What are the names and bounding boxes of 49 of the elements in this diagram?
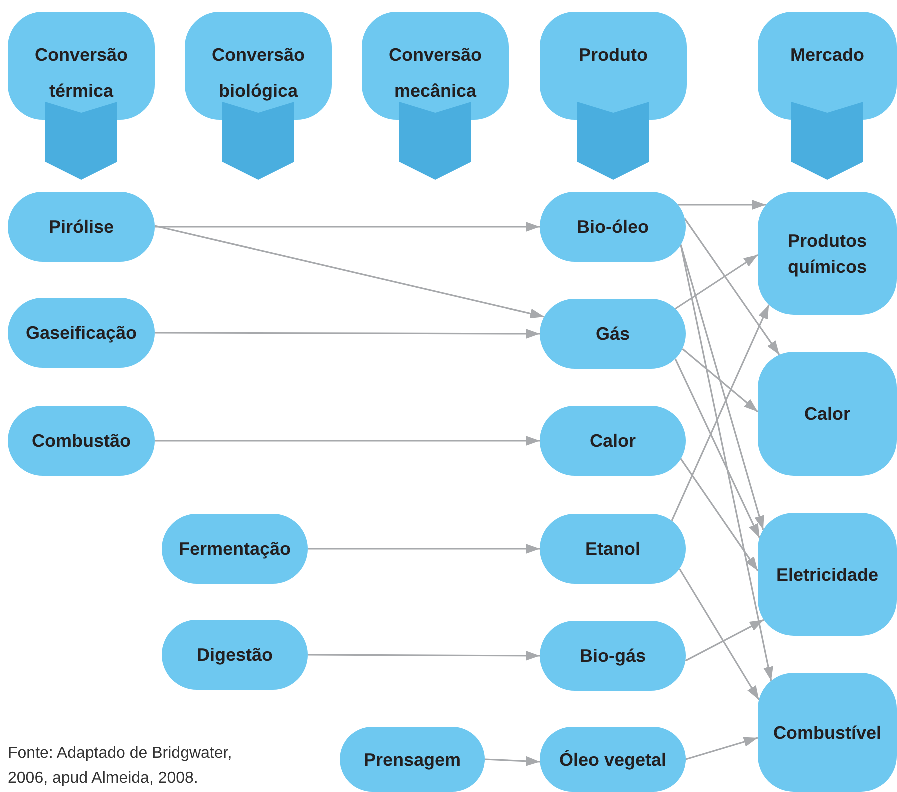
node-label: Bio-gás — [580, 645, 646, 668]
process-node — [540, 514, 686, 584]
arrow — [154, 225, 545, 319]
node-label: Eletricidade — [776, 564, 879, 586]
node-label: Calor — [804, 403, 850, 426]
node-label: Combustível — [773, 722, 882, 744]
arrow — [684, 218, 780, 356]
arrow — [686, 737, 758, 760]
node-label: Bio-óleo — [577, 216, 649, 239]
arrow — [308, 650, 540, 661]
arrow — [682, 348, 759, 413]
arrow — [308, 544, 540, 554]
process-node — [540, 192, 686, 262]
column-heading: Mercado — [789, 44, 866, 67]
node-label: Combustão — [32, 430, 131, 453]
node-label: Gás — [596, 323, 630, 346]
process-node — [758, 192, 897, 315]
node-label: Calor — [590, 430, 636, 453]
source-caption: Fonte: Adaptado de Bridgwater, 2006, apud Almeida, 2008. — [8, 744, 234, 789]
arrow — [155, 328, 540, 339]
arrow — [680, 244, 774, 682]
column-heading: Conversão térmica — [34, 44, 130, 103]
arrow — [155, 222, 540, 232]
process-node — [758, 352, 897, 476]
node-label: Produtos químicos — [786, 230, 868, 279]
node-label: Etanol — [585, 538, 640, 561]
arrow — [155, 436, 540, 446]
arrow — [680, 458, 759, 572]
column-heading: Conversão biológica — [210, 44, 306, 103]
process-node — [758, 513, 897, 636]
node-label: Gaseificação — [26, 322, 138, 345]
node-label: Prensagem — [364, 748, 462, 772]
arrow — [674, 358, 760, 538]
arrow — [671, 304, 770, 522]
process-node — [540, 406, 686, 476]
column-heading: Produto — [578, 44, 649, 67]
node-label: Digestão — [196, 644, 274, 667]
arrow — [685, 619, 764, 662]
arrow — [675, 254, 758, 310]
arrow — [484, 756, 540, 766]
arrow — [678, 200, 766, 210]
process-node — [758, 673, 897, 792]
column-heading: Conversão mecânica — [388, 44, 484, 103]
arrow — [679, 568, 760, 700]
process-node — [540, 299, 686, 369]
node-label: Pirólise — [48, 216, 114, 239]
arrow — [680, 244, 764, 530]
node-label: Óleo vegetal — [559, 748, 667, 772]
node-label: Fermentação — [178, 538, 292, 561]
